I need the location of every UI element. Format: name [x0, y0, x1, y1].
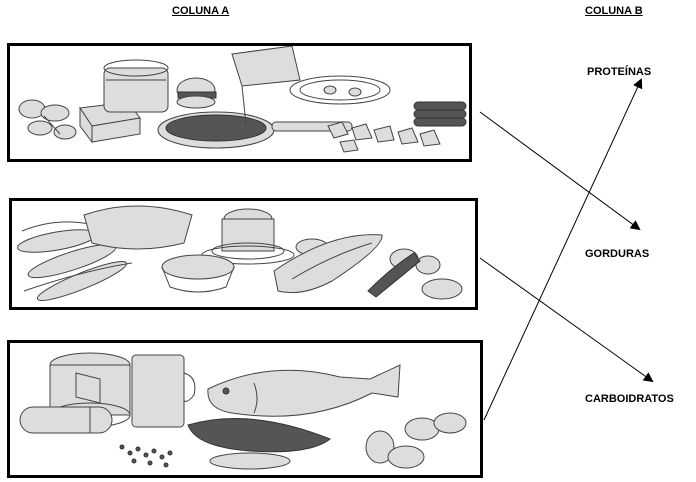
- carbs-food-illustration: [17, 205, 463, 301]
- carbs-food-image-box: [9, 198, 478, 310]
- arrow-carbs-to-carboidratos: [479, 257, 654, 383]
- proteins-food-image-box: [7, 340, 483, 478]
- fats-food-illustration: [18, 46, 467, 153]
- column-a-heading: COLUNA A: [172, 5, 230, 17]
- arrow-fats-to-gorduras: [479, 111, 641, 231]
- label-carboidratos: CARBOIDRATOS: [585, 393, 674, 405]
- proteins-food-illustration: [19, 352, 467, 470]
- label-proteinas: PROTEÍNAS: [587, 66, 652, 78]
- fats-food-image-box: [7, 43, 472, 162]
- label-gorduras: GORDURAS: [585, 248, 650, 260]
- column-b-heading: COLUNA B: [585, 5, 643, 17]
